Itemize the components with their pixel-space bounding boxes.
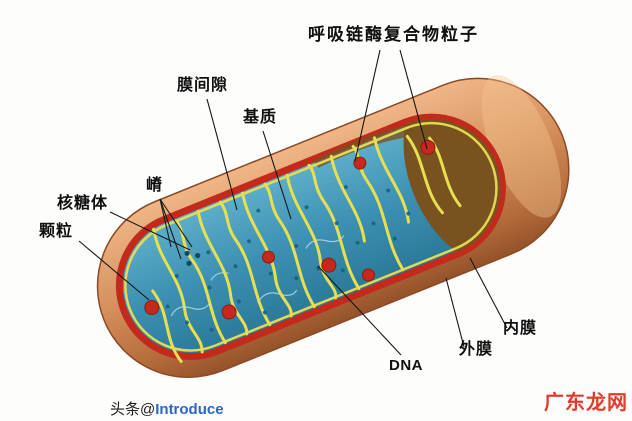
leader-intermembrane-space — [206, 98, 238, 211]
cutaway-matrix — [115, 113, 506, 360]
leader-cristae-1 — [159, 198, 172, 248]
label-matrix: 基质 — [243, 109, 278, 126]
watermark-credit-name: Introduce — [155, 401, 224, 418]
leader-cristae-2 — [159, 198, 182, 260]
leader-lines — [78, 49, 508, 356]
label-dna: DNA — [389, 357, 423, 374]
body-highlight — [481, 75, 562, 218]
leader-respiratory-complex-2 — [399, 49, 428, 150]
ribosome-dots — [184, 250, 201, 266]
label-inner-membrane: 内膜 — [503, 320, 538, 337]
leader-inner-membrane — [469, 257, 508, 329]
label-intermembrane-space: 膜间隙 — [177, 77, 229, 94]
watermark-credit: 头条@Introduce — [110, 398, 224, 419]
label-outer-membrane: 外膜 — [459, 341, 494, 358]
watermark-credit-prefix: 头条@ — [110, 401, 156, 418]
granules — [144, 139, 436, 320]
leader-cristae-3 — [159, 198, 193, 248]
label-ribosome: 核糖体 — [57, 195, 109, 212]
leader-dna — [317, 265, 402, 356]
label-cristae: 嵴 — [146, 177, 164, 194]
leader-matrix — [262, 130, 292, 220]
leader-outer-membrane — [445, 277, 465, 348]
label-granule: 颗粒 — [39, 223, 74, 240]
watermark-site: 广东龙网 — [544, 392, 628, 414]
leader-granule — [78, 240, 150, 301]
matrix-speckles — [165, 185, 411, 332]
label-respiratory-complex: 呼吸链酶复合物粒子 — [308, 25, 479, 44]
leader-respiratory-complex-1 — [354, 49, 381, 162]
leader-ribosome — [109, 211, 191, 251]
